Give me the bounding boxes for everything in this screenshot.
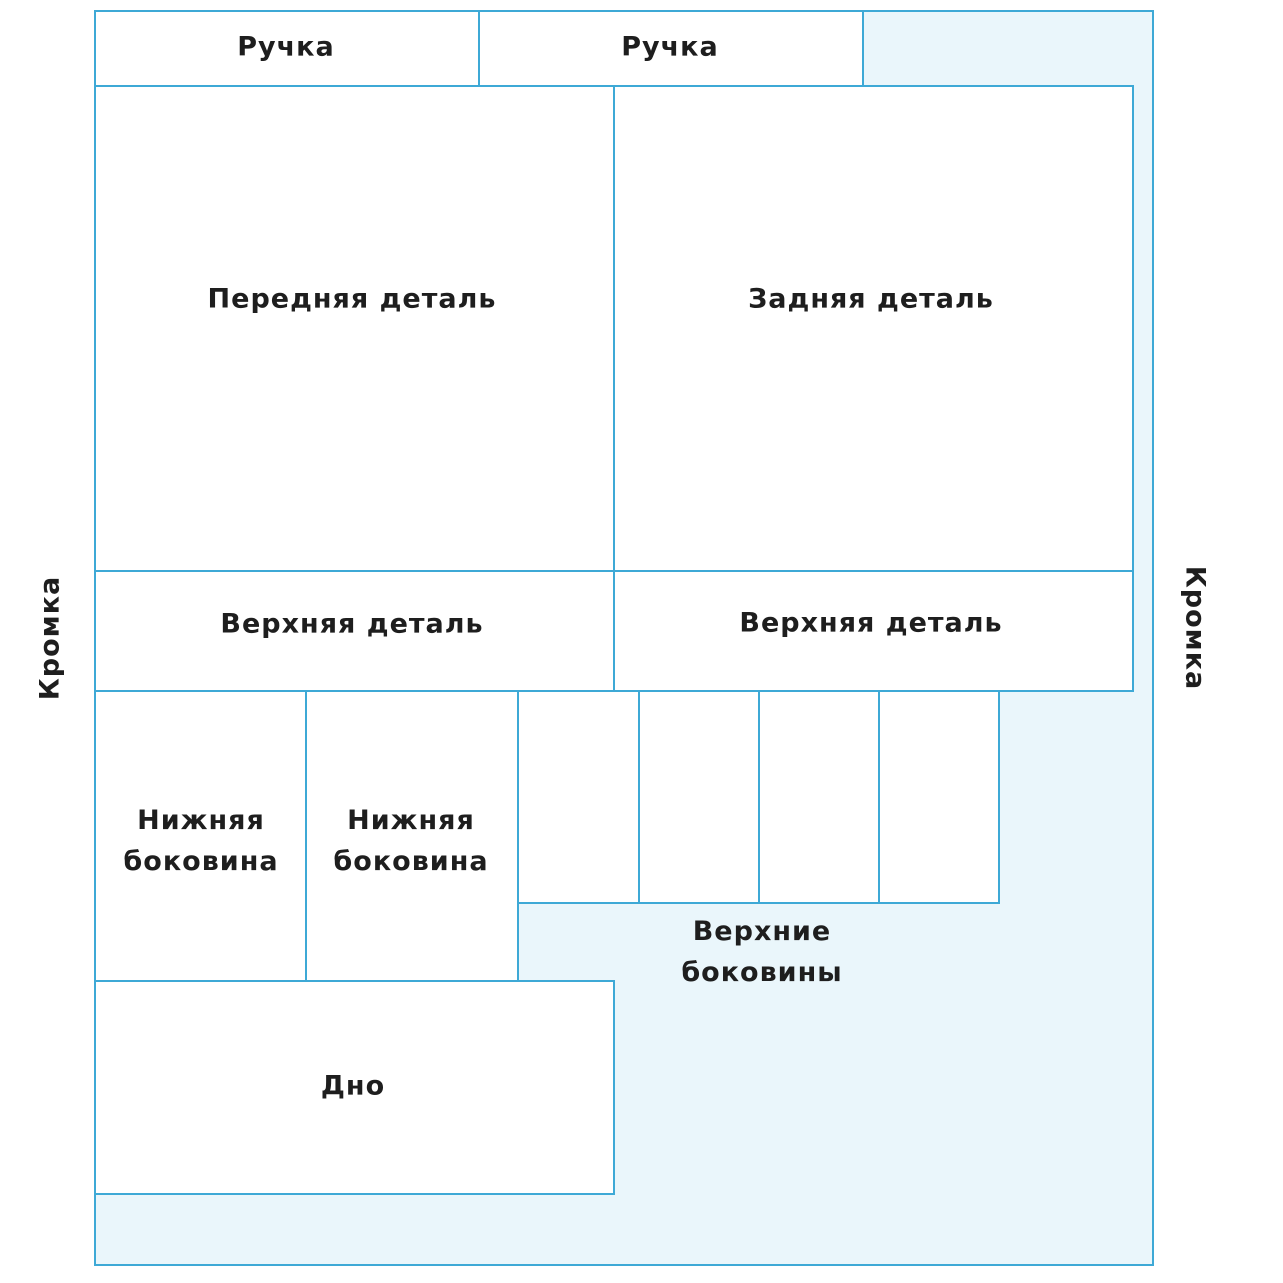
piece-front bbox=[94, 85, 615, 572]
piece-upper-side-3 bbox=[758, 690, 880, 904]
selvedge-left-label: Кромка bbox=[34, 575, 66, 701]
piece-upper-side-4 bbox=[878, 690, 1000, 904]
label-front: Передняя деталь bbox=[207, 283, 497, 315]
label-lower-side-1: Нижняя боковина bbox=[123, 805, 279, 877]
label-upper-sides: Верхние боковины bbox=[681, 916, 843, 988]
selvedge-right-label: Кромка bbox=[1179, 565, 1211, 691]
piece-upper-side-2 bbox=[638, 690, 760, 904]
label-top-2: Верхняя деталь bbox=[739, 607, 1003, 639]
piece-handle-1 bbox=[94, 10, 480, 87]
label-top-1: Верхняя деталь bbox=[220, 608, 484, 640]
label-handle-1: Ручка bbox=[237, 31, 335, 63]
piece-lower-side-2 bbox=[305, 690, 519, 982]
label-handle-2: Ручка bbox=[621, 31, 719, 63]
piece-upper-side-1 bbox=[517, 690, 640, 904]
label-lower-side-2: Нижняя боковина bbox=[333, 805, 489, 877]
piece-top-1 bbox=[94, 570, 615, 692]
label-bottom: Дно bbox=[320, 1070, 386, 1102]
label-back: Задняя деталь bbox=[748, 283, 994, 315]
piece-back bbox=[613, 85, 1134, 572]
piece-lower-side-1 bbox=[94, 690, 307, 982]
piece-bottom bbox=[94, 980, 615, 1195]
